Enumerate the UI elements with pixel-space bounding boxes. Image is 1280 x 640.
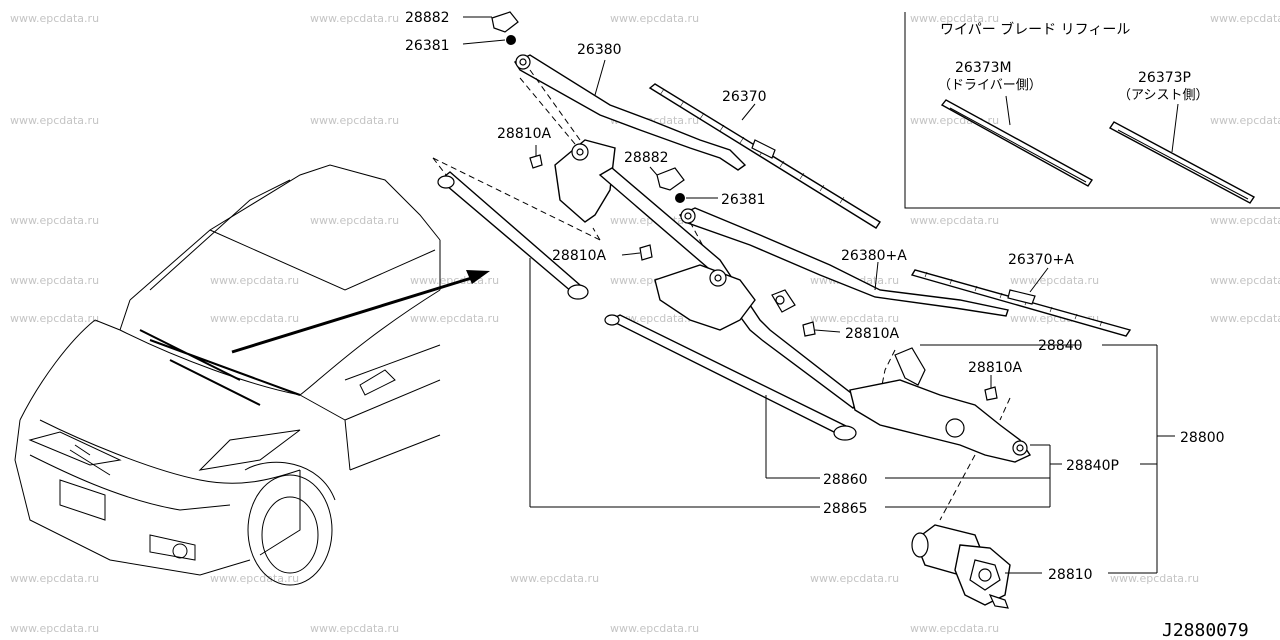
watermark: www.epcdata.ru (310, 12, 399, 25)
watermark: www.epcdata.ru (910, 214, 999, 227)
label-26380a: 26380+A (841, 248, 907, 264)
watermark: www.epcdata.ru (10, 622, 99, 635)
part-labels: 28882 26381 26380 26370 28810A 28882 263… (405, 10, 1225, 583)
label-28882: 28882 (624, 150, 669, 166)
label-28810a: 28810A (552, 248, 607, 264)
connecting-rod-28865 (437, 171, 589, 300)
refill-assist-part: 26373P (1138, 70, 1191, 86)
pivot-cap-upper (463, 11, 519, 33)
watermark: www.epcdata.ru (1210, 312, 1280, 325)
watermark: www.epcdata.ru (1210, 12, 1280, 25)
watermark: www.epcdata.ru (810, 572, 899, 585)
watermark: www.epcdata.ru (1110, 572, 1199, 585)
label-28800: 28800 (1180, 430, 1225, 446)
watermark: www.epcdata.ru (10, 312, 99, 325)
watermark: www.epcdata.ru (1010, 274, 1099, 287)
wiper-blade-assist (910, 267, 1132, 337)
watermark: www.epcdata.ru (1210, 214, 1280, 227)
car-illustration (14, 164, 441, 586)
watermark: www.epcdata.ru (310, 214, 399, 227)
watermark: www.epcdata.ru (1210, 274, 1280, 287)
watermark: www.epcdata.ru (810, 312, 899, 325)
label-28840p: 28840P (1066, 458, 1119, 474)
watermark: www.epcdata.ru (610, 12, 699, 25)
watermark: www.epcdata.ru (310, 114, 399, 127)
wiper-blade-driver (648, 83, 881, 229)
bolt-28810A (621, 244, 653, 261)
label-28810a: 28810A (968, 360, 1023, 376)
refill-strip-driver (940, 95, 1094, 187)
watermark: www.epcdata.ru (610, 622, 699, 635)
label-28865: 28865 (823, 501, 868, 517)
label-28810: 28810 (1048, 567, 1093, 583)
watermark: www.epcdata.ru (410, 274, 499, 287)
wiper-motor (911, 524, 1011, 609)
label-26380: 26380 (577, 42, 622, 58)
watermark: www.epcdata.ru (10, 114, 99, 127)
watermark: www.epcdata.ru (1210, 114, 1280, 127)
bolt-28810A (529, 145, 543, 169)
label-26370a: 26370+A (1008, 252, 1074, 268)
watermark: www.epcdata.ru (10, 572, 99, 585)
diagram-id: J2880079 (1162, 620, 1249, 640)
refill-driver-part: 26373M (955, 60, 1012, 76)
label-28882: 28882 (405, 10, 450, 26)
watermark: www.epcdata.ru (210, 312, 299, 325)
label-26381: 26381 (721, 192, 766, 208)
bolt-28810A (802, 321, 841, 337)
refill-driver-side: （ドライバー側） (938, 78, 1042, 93)
label-28810a: 28810A (497, 126, 552, 142)
leader-lines (529, 258, 1175, 574)
label-28840: 28840 (1038, 338, 1083, 354)
pivot-nut-upper (462, 35, 516, 45)
wiper-arm-assist (678, 207, 1009, 317)
connecting-rod-28860 (604, 314, 857, 441)
refill-strip-assist (1108, 103, 1256, 204)
label-26381: 26381 (405, 38, 450, 54)
label-28860: 28860 (823, 472, 868, 488)
watermark: www.epcdata.ru (310, 622, 399, 635)
watermark: www.epcdata.ru (910, 12, 999, 25)
wiper-linkage (554, 139, 1032, 463)
location-arrow (231, 270, 490, 354)
watermark: www.epcdata.ru (410, 312, 499, 325)
watermark: www.epcdata.ru (10, 12, 99, 25)
watermark: www.epcdata.ru (510, 572, 599, 585)
watermark: www.epcdata.ru (10, 274, 99, 287)
refill-box-title: ワイパー ブレード リフィール (940, 21, 1130, 38)
pivot-nut-lower (675, 193, 718, 203)
watermark-layer: www.epcdata.ru www.epcdata.ru www.epcdat… (10, 12, 1280, 635)
label-26370: 26370 (722, 89, 767, 105)
bolt-28810A (984, 375, 998, 401)
watermark: www.epcdata.ru (10, 214, 99, 227)
watermark: www.epcdata.ru (910, 622, 999, 635)
wiper-arm-driver (513, 54, 747, 171)
refill-box: ワイパー ブレード リフィール 26373M （ドライバー側） 26373P （… (904, 12, 1280, 209)
watermark: www.epcdata.ru (210, 572, 299, 585)
label-28810a: 28810A (845, 326, 900, 342)
watermark: www.epcdata.ru (210, 274, 299, 287)
refill-assist-side: （アシスト側） (1118, 88, 1208, 103)
pivot-cap-lower (649, 166, 685, 191)
